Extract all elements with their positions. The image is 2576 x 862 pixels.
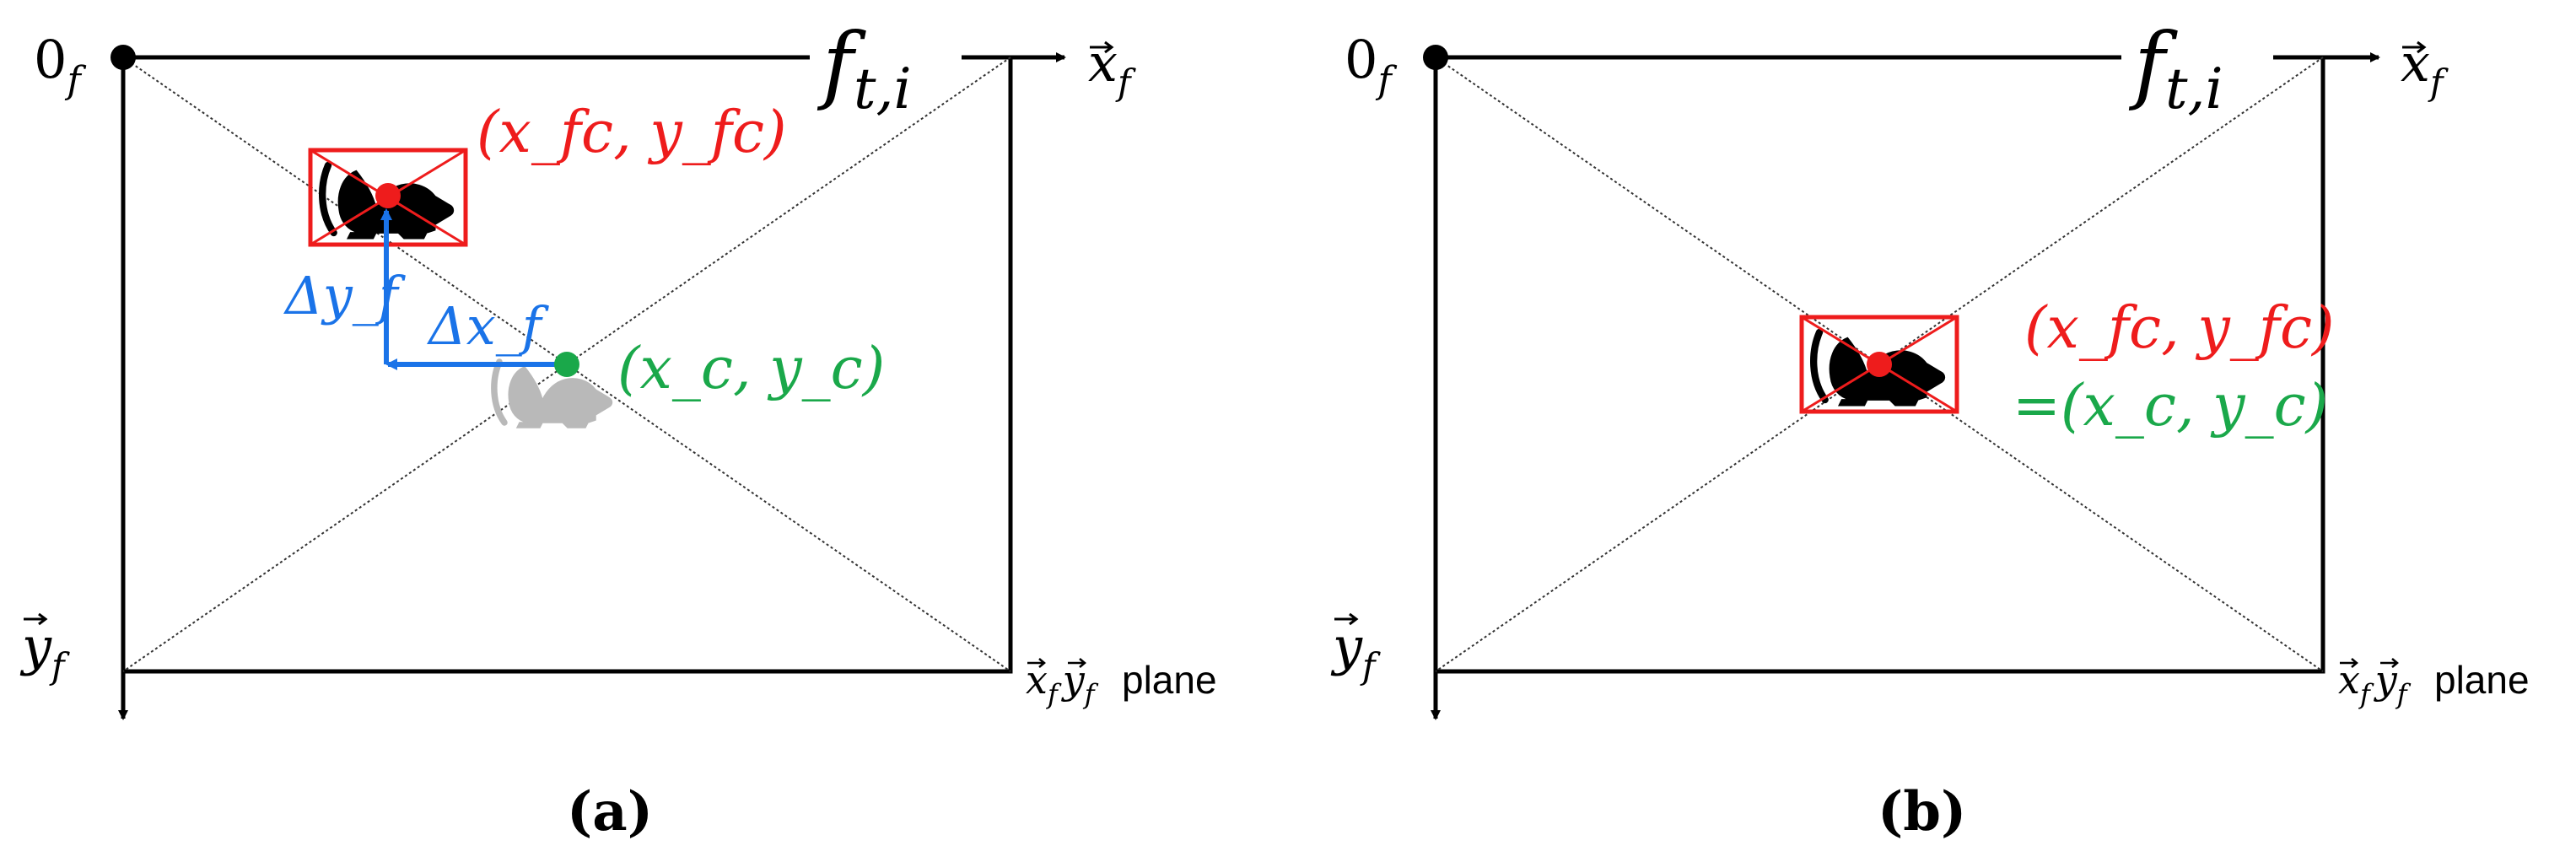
panel-a-y-vec-arrow-icon xyxy=(24,612,48,626)
panel-a-origin-dot xyxy=(110,45,136,70)
panel-a-delta-y-label: Δy_f xyxy=(283,265,407,326)
panel-a-frame-rect xyxy=(121,55,1013,674)
panel-a-plane-x-vec-icon xyxy=(1027,658,1046,668)
panel-b-y-vec-arrow-icon xyxy=(1334,612,1359,626)
panel-a-x-axis-label: xf xyxy=(1088,32,1136,103)
panel-b-frame-label-mask xyxy=(2121,17,2273,101)
panel-b-detection-center-label: (x_fc, y_fc) xyxy=(2024,295,2335,362)
panel-b-origin-label: 0f xyxy=(1345,29,1397,102)
panel-a-y-axis-label: yf xyxy=(19,616,70,687)
panel-a-origin-label: 0f xyxy=(34,29,86,102)
panel-a-detection-center-dot xyxy=(375,183,401,208)
panel-b-plane-x-vec-icon xyxy=(2340,658,2358,668)
panel-b-x-axis-label: xf xyxy=(2401,32,2449,103)
panel-b-plane-y-vec-icon xyxy=(2380,658,2399,668)
panel-b-detection-center-dot xyxy=(1867,352,1892,377)
panel-a-caption: (a) xyxy=(567,780,653,843)
panel-a-x-vec-arrow-icon xyxy=(1090,40,1114,54)
panel-b-detection-box xyxy=(1799,315,1959,414)
panel-b-image-center-label: =(x_c, y_c) xyxy=(2013,373,2328,439)
panel-b-frame-rect xyxy=(1433,55,2325,674)
panel-a-plane-y-vec-icon xyxy=(1068,658,1086,668)
panel-b-x-vec-arrow-icon xyxy=(2402,40,2427,54)
panel-b-y-axis-label: yf xyxy=(1330,616,1381,687)
panel-a-image-center-dot xyxy=(554,352,579,377)
svg-text:plane: plane xyxy=(1122,658,1217,702)
panel-a-detection-center-label: (x_fc, y_fc) xyxy=(477,100,787,166)
panel-b-caption: (b) xyxy=(1878,780,1966,843)
panel-a-image-center-rat-icon xyxy=(494,362,612,428)
panel-a-image-center-label: (x_c, y_c) xyxy=(617,336,885,402)
panel-b-frame-label: ft,i xyxy=(2128,14,2223,121)
panel-a-delta-x-label: Δx_f xyxy=(427,295,550,357)
panel-a-frame-label-mask xyxy=(810,17,962,101)
panel-b-origin-dot xyxy=(1423,45,1448,70)
svg-text:plane: plane xyxy=(2434,658,2530,702)
